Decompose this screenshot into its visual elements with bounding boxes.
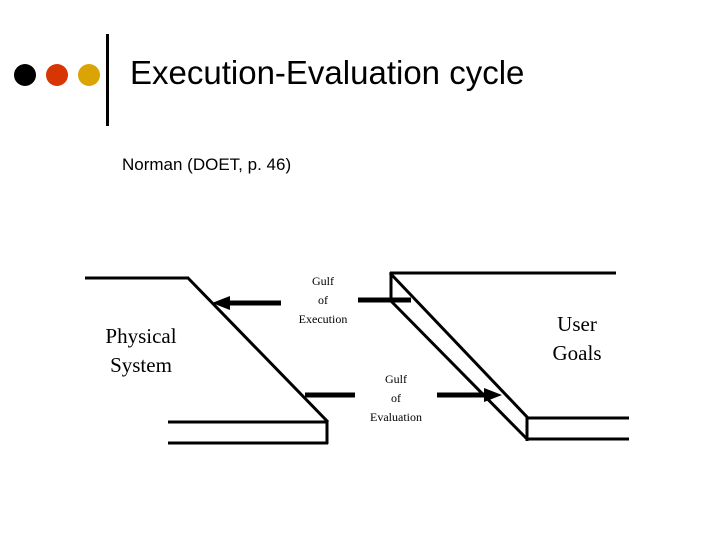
title-vertical-rule (106, 34, 109, 126)
evaluation-arrow-head (484, 388, 502, 402)
right-diagonal-upper (388, 271, 530, 420)
bullet-decoration-group (14, 64, 102, 92)
bullet-red-icon (46, 64, 68, 86)
bullet-yellow-icon (78, 64, 100, 86)
slide-attribution: Norman (DOET, p. 46) (122, 155, 292, 174)
page-title: Execution-Evaluation cycle (130, 54, 525, 91)
left-diagonal-edge (186, 276, 330, 424)
bullet-black-icon (14, 64, 36, 86)
execution-arrow-head (212, 296, 230, 310)
label-user-goals: User Goals (552, 312, 602, 365)
label-gulf-of-execution: Gulf of Execution (298, 274, 348, 326)
gulf-of-execution-arrow (212, 296, 411, 310)
gulf-of-evaluation-arrow (305, 388, 502, 402)
right-diagonal-lower (388, 298, 530, 442)
label-gulf-of-evaluation: Gulf of Evaluation (370, 372, 422, 424)
label-physical-system: Physical System (105, 324, 177, 377)
